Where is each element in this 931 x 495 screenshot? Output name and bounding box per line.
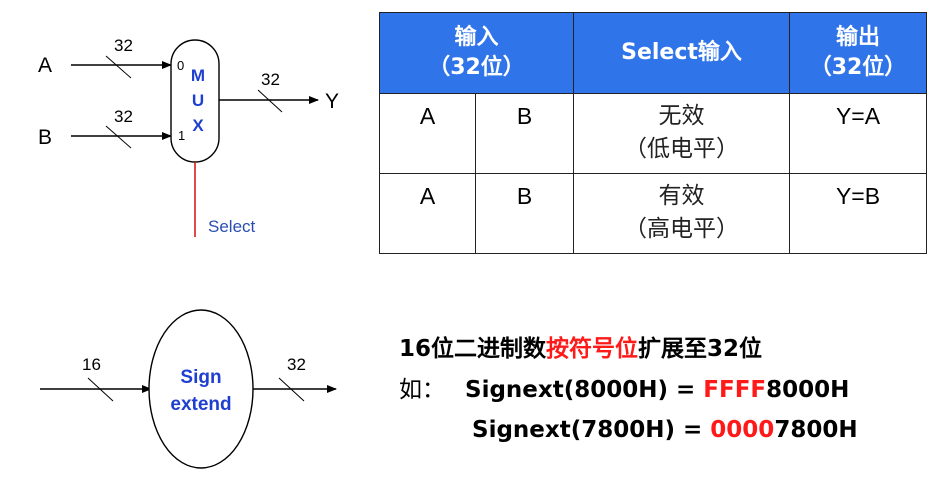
mux-port-0: 0 [177, 58, 184, 73]
input-a-label: A [38, 54, 52, 77]
cell-output: Y=A [789, 93, 927, 174]
cell-b-value: B [516, 183, 533, 209]
mux-letter-m: M [191, 66, 205, 85]
cell-output-value: Y=B [835, 183, 881, 209]
bus-slash-out [257, 89, 283, 113]
bus-width-b: 32 [114, 107, 133, 126]
sign-width-out: 32 [287, 355, 306, 374]
mux-diagram: A 32 B 32 0 1 M U X 32 Y Select [38, 36, 339, 237]
output-y-label: Y [325, 90, 339, 113]
description-line1: 16位二进制数按符号位扩展至32位 [399, 332, 919, 370]
cell-input-a: A [379, 93, 476, 174]
header-output-line2: （32位） [809, 55, 907, 80]
description-pre: 16位二进制数 [399, 336, 547, 362]
sign-width-in: 16 [82, 355, 101, 374]
description-post: 扩展至32位 [638, 336, 763, 362]
header-input-line1: 输入 [454, 25, 499, 50]
mux-letter-u: U [192, 91, 204, 110]
cell-output-value: Y=A [835, 103, 881, 129]
table-row: A B 无效 （低电平） Y=A [379, 93, 927, 174]
input-b-label: B [38, 126, 52, 149]
cell-input-a: A [379, 173, 476, 254]
bus-width-a: 32 [114, 36, 133, 55]
example-prefix: 如： [399, 377, 445, 403]
example1-original-bits: 8000H [766, 377, 850, 403]
cell-select-state: 有效 [658, 183, 705, 209]
cell-a-value: A [419, 183, 436, 209]
bus-width-out: 32 [261, 70, 280, 89]
example-line-2: Signext(7800H) = 00007800H [399, 410, 919, 450]
bus-slash-sign-in [87, 377, 114, 402]
header-output: 输出 （32位） [789, 12, 927, 94]
sign-extend-label-line1: Sign [180, 367, 221, 388]
select-label: Select [208, 217, 256, 236]
description-highlight: 按符号位 [546, 336, 639, 362]
cell-output: Y=B [789, 173, 927, 254]
mux-port-1: 1 [178, 128, 185, 143]
cell-select-state: 无效 [658, 103, 705, 129]
sign-extend-block [148, 309, 254, 469]
sign-extend-description: 16位二进制数按符号位扩展至32位 如： Signext(8000H) = FFF… [399, 332, 919, 450]
cell-a-value: A [419, 103, 436, 129]
table-header-row: 输入 （32位） Select输入 输出 （32位） [379, 12, 927, 94]
bus-slash-a [105, 55, 132, 79]
example1-extended-bits: FFFF [703, 377, 767, 403]
cell-select-level: （高电平） [624, 216, 739, 242]
example2-extended-bits: 0000 [710, 417, 775, 443]
cell-select-level: （低电平） [624, 136, 739, 162]
sign-extend-diagram: 16 Sign extend 32 [40, 309, 337, 469]
sign-extend-label-line2: extend [170, 394, 231, 415]
cell-input-b: B [475, 93, 574, 174]
header-output-line1: 输出 [835, 25, 880, 50]
bus-slash-b [105, 125, 132, 149]
example-line-1: 如： Signext(8000H) = FFFF8000H [399, 370, 919, 410]
cell-select: 无效 （低电平） [573, 93, 790, 174]
mux-truth-table: 输入 （32位） Select输入 输出 （32位） A B 无效 （低电平） … [379, 12, 927, 254]
example2-original-bits: 7800H [774, 417, 858, 443]
header-input: 输入 （32位） [379, 12, 574, 94]
mux-letter-x: X [192, 116, 204, 135]
cell-input-b: B [475, 173, 574, 254]
cell-b-value: B [516, 103, 533, 129]
example1-expression: Signext(8000H) = [465, 377, 704, 403]
bus-slash-sign-out [278, 377, 305, 402]
header-select: Select输入 [573, 12, 790, 94]
header-input-line2: （32位） [428, 55, 525, 80]
table-row: A B 有效 （高电平） Y=B [379, 173, 927, 254]
cell-select: 有效 （高电平） [573, 173, 790, 254]
example2-expression: Signext(7800H) = [472, 417, 711, 443]
